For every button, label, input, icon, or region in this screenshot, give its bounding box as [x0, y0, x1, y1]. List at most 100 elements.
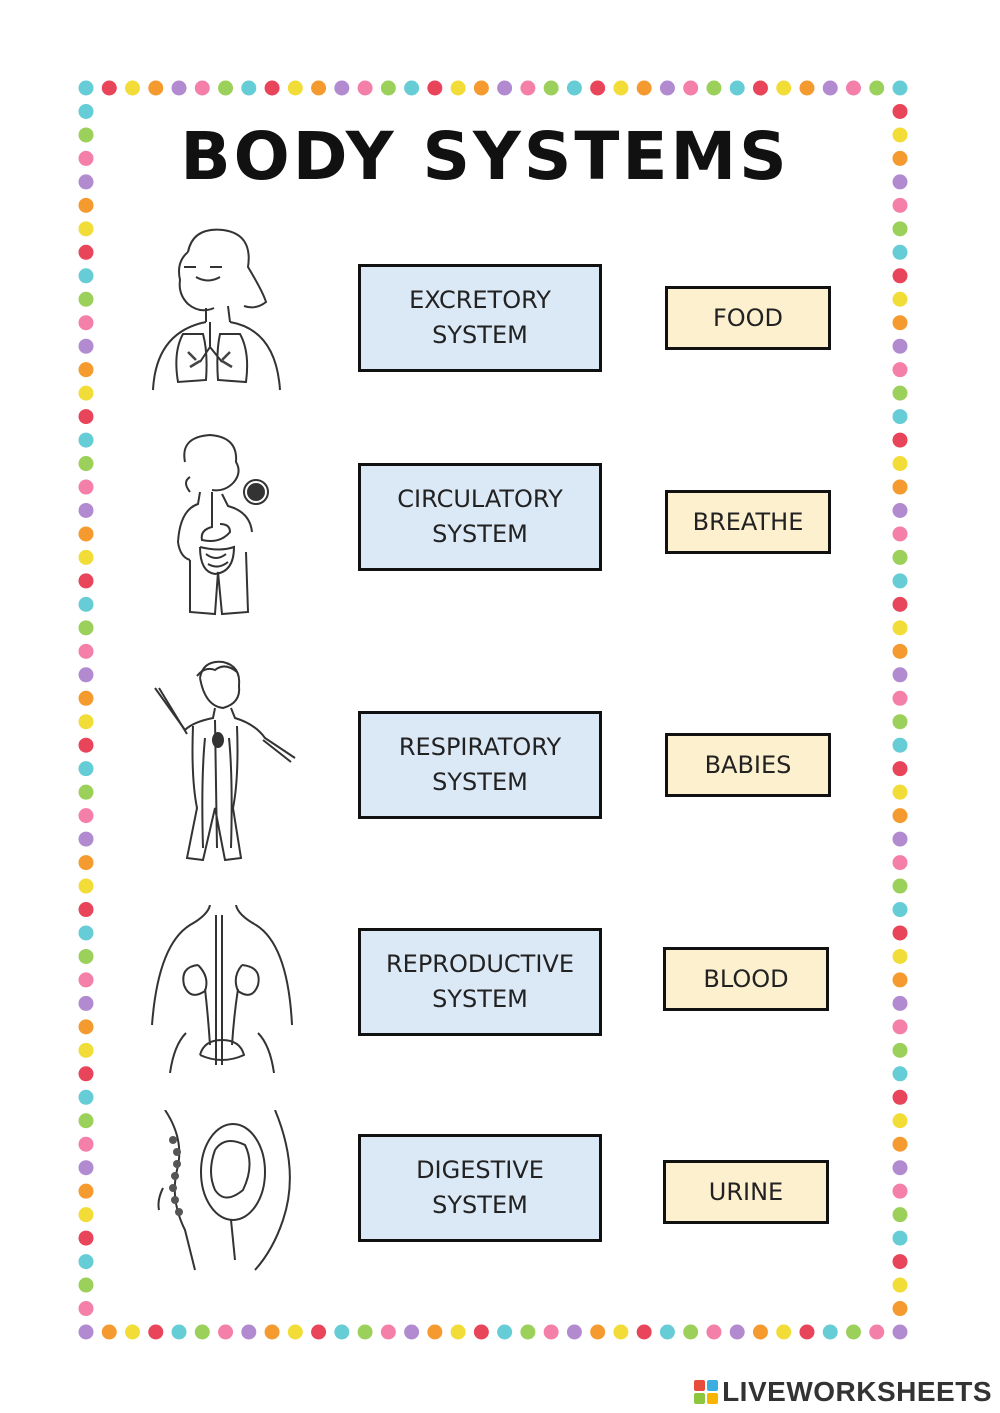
border-dot [78, 526, 94, 542]
system-box-circulatory[interactable]: CIRCULATORY SYSTEM [358, 463, 602, 571]
border-dot [78, 150, 94, 166]
liveworksheets-logo[interactable]: LIVEWORKSHEETS [694, 1376, 992, 1408]
border-dot [892, 761, 908, 777]
border-dot [892, 549, 908, 565]
border-dot [334, 1324, 350, 1340]
border-dot [892, 855, 908, 871]
border-dot [659, 80, 675, 96]
border-dot [497, 1324, 513, 1340]
system-label-line2: SYSTEM [432, 985, 528, 1013]
border-dot [892, 1160, 908, 1176]
border-dot [78, 902, 94, 918]
border-dot [78, 925, 94, 941]
border-dot [892, 690, 908, 706]
border-dot [892, 948, 908, 964]
border-dot [264, 1324, 280, 1340]
border-dot [892, 643, 908, 659]
border-dot [892, 526, 908, 542]
system-box-respiratory[interactable]: RESPIRATORY SYSTEM [358, 711, 602, 819]
border-dot [125, 80, 141, 96]
border-dot [892, 174, 908, 190]
border-dot [613, 1324, 629, 1340]
logo-grid-icon [694, 1380, 719, 1404]
border-dot [892, 221, 908, 237]
border-dot [218, 80, 234, 96]
border-dot [78, 409, 94, 425]
border-dot [892, 1042, 908, 1058]
border-dot [892, 1019, 908, 1035]
border-dot [706, 1324, 722, 1340]
border-dot [892, 1324, 908, 1340]
word-box-food[interactable]: FOOD [665, 286, 831, 350]
border-dot [78, 174, 94, 190]
border-dot [892, 995, 908, 1011]
border-dot [590, 1324, 606, 1340]
border-dot [78, 831, 94, 847]
border-dot [78, 1207, 94, 1223]
border-dot [892, 1277, 908, 1293]
border-dot [380, 1324, 396, 1340]
border-dot [78, 221, 94, 237]
border-dot [892, 925, 908, 941]
border-dot [78, 1113, 94, 1129]
word-box-babies[interactable]: BABIES [665, 733, 831, 797]
border-dot [869, 1324, 885, 1340]
border-dot [892, 1113, 908, 1129]
border-dot [822, 1324, 838, 1340]
logo-square [707, 1380, 719, 1391]
border-dot [78, 1324, 94, 1340]
border-dot [729, 1324, 745, 1340]
word-box-breathe[interactable]: BREATHE [665, 490, 831, 554]
border-dot [287, 1324, 303, 1340]
border-dot [148, 1324, 164, 1340]
word-box-blood[interactable]: BLOOD [663, 947, 829, 1011]
border-dot [566, 1324, 582, 1340]
border-dot [892, 479, 908, 495]
border-dot [520, 1324, 536, 1340]
border-dot [869, 80, 885, 96]
border-dot [892, 1230, 908, 1246]
border-dot [822, 80, 838, 96]
border-dot [845, 80, 861, 96]
digestive-illustration [176, 433, 269, 616]
border-dot [799, 1324, 815, 1340]
kidneys-illustration [151, 905, 293, 1073]
border-dot [776, 1324, 792, 1340]
system-label-line1: DIGESTIVE [416, 1156, 544, 1184]
border-dot [218, 1324, 234, 1340]
border-dot [78, 995, 94, 1011]
border-dot [892, 972, 908, 988]
border-dot [892, 831, 908, 847]
system-box-digestive[interactable]: DIGESTIVE SYSTEM [358, 1134, 602, 1242]
border-dot [892, 1136, 908, 1152]
border-dot [892, 1183, 908, 1199]
border-dot [101, 80, 117, 96]
border-dot [543, 80, 559, 96]
border-dot [892, 362, 908, 378]
border-dot [892, 878, 908, 894]
logo-square [707, 1393, 719, 1404]
border-dot [78, 1301, 94, 1317]
border-dot [78, 1254, 94, 1270]
border-dot [450, 80, 466, 96]
border-dot [78, 643, 94, 659]
system-label-line2: SYSTEM [432, 768, 528, 796]
border-dot [892, 1301, 908, 1317]
system-box-reproductive[interactable]: REPRODUCTIVE SYSTEM [358, 928, 602, 1036]
system-label-line1: CIRCULATORY [397, 485, 563, 513]
border-dot [683, 1324, 699, 1340]
border-dot [892, 502, 908, 518]
system-box-excretory[interactable]: EXCRETORY SYSTEM [358, 264, 602, 372]
word-box-urine[interactable]: URINE [663, 1160, 829, 1224]
border-dot [78, 1089, 94, 1105]
border-dot [706, 80, 722, 96]
border-dot [892, 1207, 908, 1223]
system-label-line2: SYSTEM [432, 321, 528, 349]
border-dot [78, 972, 94, 988]
system-label-line1: REPRODUCTIVE [385, 950, 574, 978]
border-dot [892, 80, 908, 96]
border-dot [566, 80, 582, 96]
border-dot [892, 1066, 908, 1082]
border-dot [892, 268, 908, 284]
